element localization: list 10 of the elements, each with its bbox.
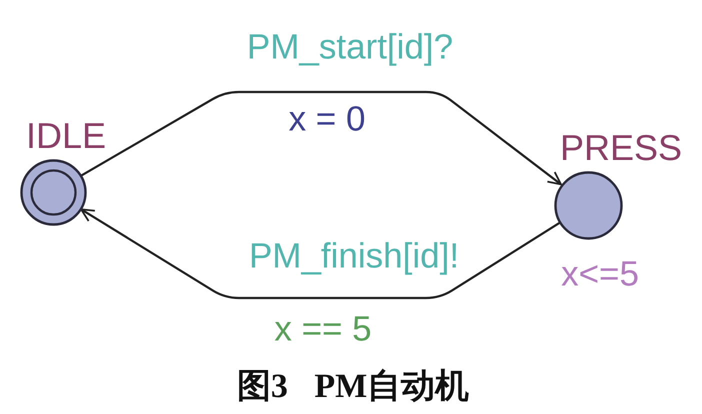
arrow [80,208,560,300]
caption: 图3 PM自动机 [236,370,470,404]
invariant-label: x<=5 [561,256,639,291]
edge-label: PM_finish[id]! [248,238,460,274]
state-name: PRESS [560,130,682,166]
assignment-label: x = 0 [288,101,366,136]
edge-label: PM_start[id]? [246,29,454,64]
guard-label: x == 5 [274,312,372,346]
arrow [80,90,562,186]
state-name: IDLE [26,118,106,154]
